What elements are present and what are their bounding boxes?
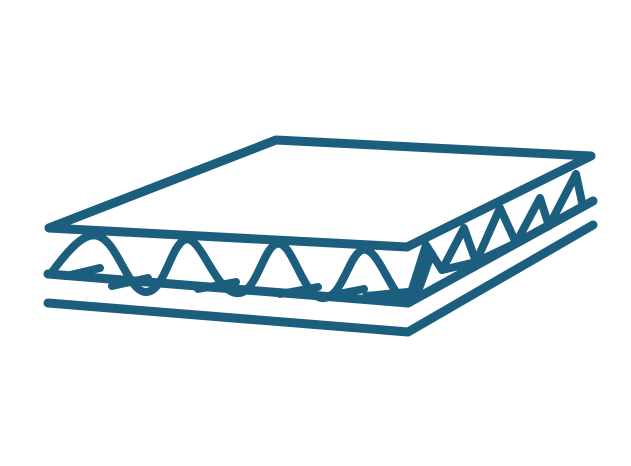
top-liner-outline bbox=[44, 135, 596, 252]
cardboard-fluting-side bbox=[404, 170, 587, 306]
front-flute-wave bbox=[48, 231, 436, 306]
cardboard-top-liner bbox=[44, 135, 596, 252]
side-flute-cross-lines bbox=[438, 222, 553, 274]
cardboard-fluting-front bbox=[43, 196, 598, 308]
bottom-liner bbox=[43, 220, 598, 337]
cardboard-bottom-liner bbox=[43, 220, 598, 337]
side-flute-zigzag bbox=[404, 170, 587, 306]
